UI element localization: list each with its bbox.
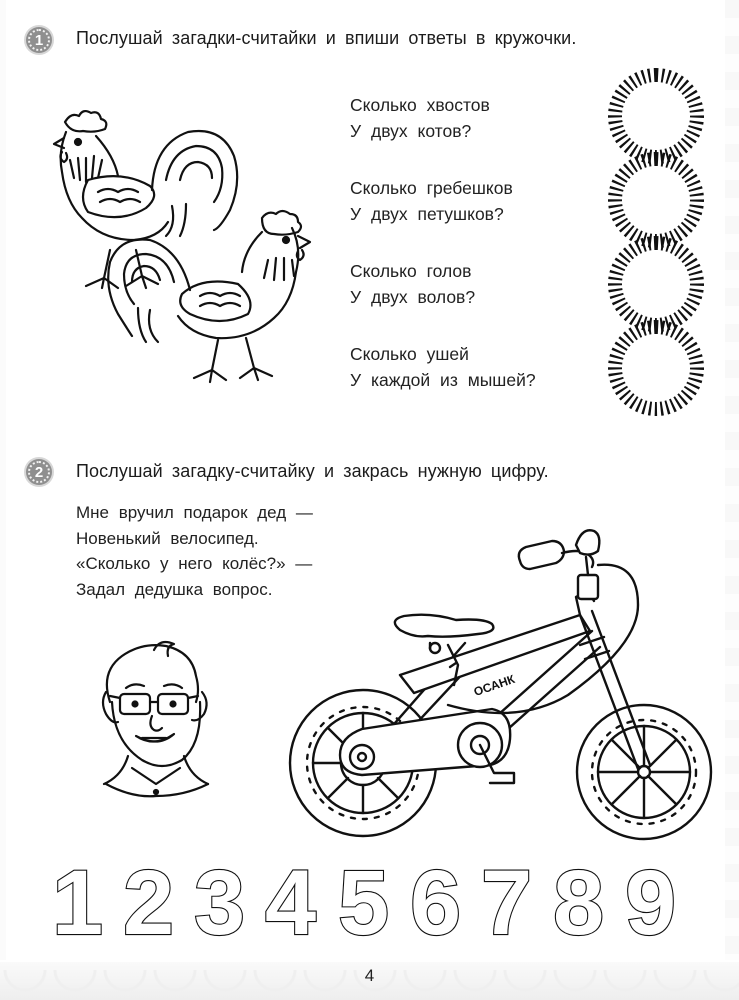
- front-wheel-icon: [575, 703, 713, 841]
- task-2-number-badge: 2: [26, 459, 52, 485]
- task-1-number-badge: 1: [26, 27, 52, 53]
- task-1-number: 1: [34, 31, 44, 49]
- riddle-4: Сколько ушей У каждой из мышей?: [350, 341, 536, 393]
- digit-9[interactable]: 9: [624, 852, 677, 954]
- page-number: 4: [364, 966, 375, 985]
- riddle-2: Сколько гребешков У двух петушков?: [350, 175, 513, 227]
- answer-circle-4[interactable]: [608, 320, 704, 416]
- poem-line-2: Новенький велосипед.: [76, 528, 259, 548]
- digit-5[interactable]: 5: [337, 852, 390, 954]
- digit-choice-row: 1 2 3 4 5 6 7 8 9: [50, 852, 690, 954]
- seat-icon: [393, 613, 495, 687]
- riddle-4-line-1: Сколько ушей: [350, 344, 469, 364]
- roosters-illustration: [52, 109, 312, 384]
- riddle-1: Сколько хвостов У двух котов?: [350, 92, 490, 144]
- riddle-2-line-1: Сколько гребешков: [350, 178, 513, 198]
- footer-decoration: [0, 962, 739, 1000]
- rooster-left-icon: [52, 109, 239, 290]
- digit-3[interactable]: 3: [193, 852, 246, 954]
- task-1-instruction: Послушай загадки-считайки и впиши ответы…: [76, 28, 577, 48]
- digit-7[interactable]: 7: [480, 852, 533, 954]
- digit-2[interactable]: 2: [122, 852, 175, 954]
- task-2-instruction: Послушай загадку-считайку и закрась нужн…: [76, 461, 549, 481]
- poem: Мне вручил подарок дед — Новенький велос…: [76, 500, 313, 602]
- poem-line-4: Задал дедушка вопрос.: [76, 579, 273, 599]
- riddle-1-line-2: У двух котов?: [350, 121, 472, 141]
- bicycle-illustration: ОСАНК: [288, 529, 713, 841]
- riddle-1-line-1: Сколько хвостов: [350, 95, 490, 115]
- riddle-3-line-2: У двух волов?: [350, 287, 476, 307]
- page-edge-decoration-right: [725, 0, 739, 960]
- chain-guard-icon: [338, 707, 516, 785]
- poem-line-1: Мне вручил подарок дед —: [76, 503, 313, 522]
- grandfather-portrait-icon: [101, 640, 210, 798]
- poem-line-3: «Сколько у него колёс?» —: [76, 554, 313, 573]
- answer-circle-3[interactable]: [608, 236, 704, 332]
- riddle-4-line-2: У каждой из мышей?: [350, 370, 536, 390]
- riddle-2-line-2: У двух петушков?: [350, 204, 504, 224]
- page-edge-decoration-left: [0, 0, 6, 960]
- digit-6[interactable]: 6: [409, 852, 462, 954]
- bicycle-brand-label: ОСАНК: [472, 672, 517, 699]
- digit-1[interactable]: 1: [51, 852, 104, 954]
- digit-4[interactable]: 4: [264, 852, 317, 954]
- riddle-3: Сколько голов У двух волов?: [350, 258, 475, 310]
- task-2-number: 2: [34, 463, 44, 481]
- rooster-right-icon: [107, 209, 312, 384]
- riddle-3-line-1: Сколько голов: [350, 261, 472, 281]
- handlebar-icon: [446, 529, 640, 715]
- answer-circle-2[interactable]: [608, 152, 704, 248]
- digit-8[interactable]: 8: [552, 852, 605, 954]
- answer-circle-1[interactable]: [608, 68, 704, 164]
